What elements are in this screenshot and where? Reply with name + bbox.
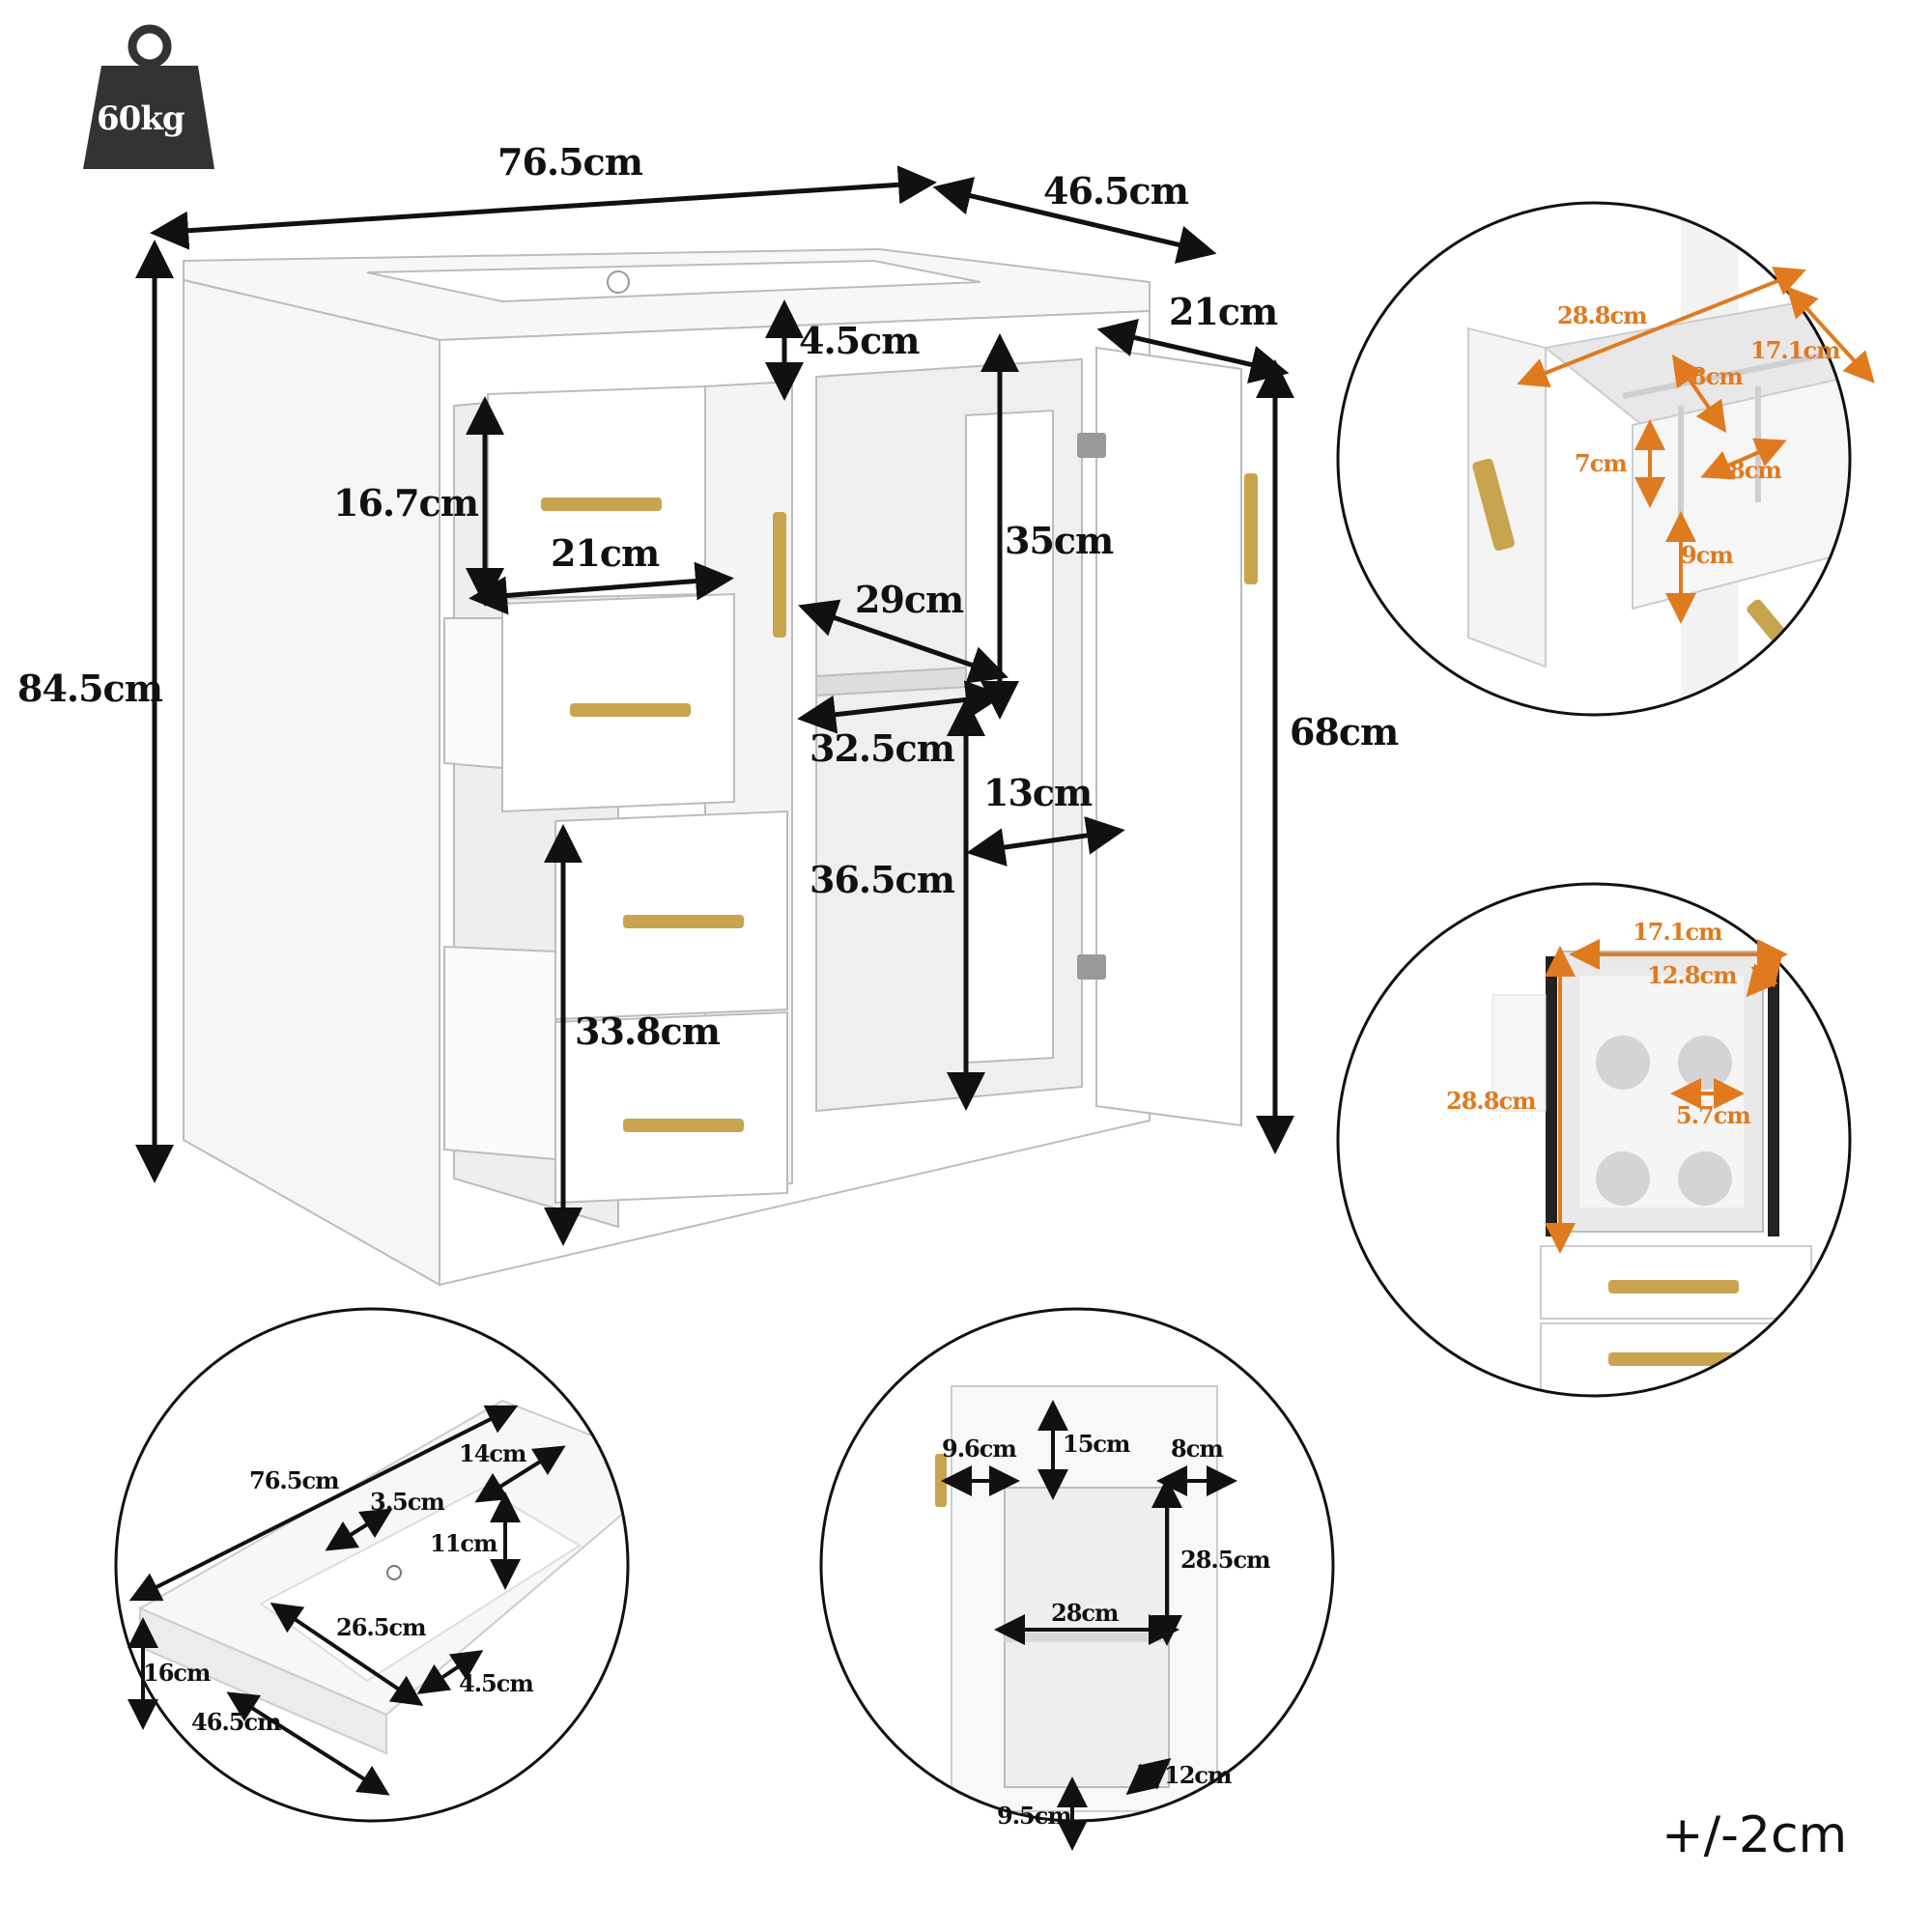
cabinet-top-gap-label: 15cm xyxy=(1063,1430,1130,1458)
inner-height-lower-label: 36.5cm xyxy=(810,858,955,901)
sink-top-detail xyxy=(114,1307,630,1823)
organizer-divider-b-label: 8cm xyxy=(1729,456,1782,484)
cabinet-bottom-depth-label: 12cm xyxy=(1164,1761,1232,1789)
shelf-width-label: 32.5cm xyxy=(810,726,955,770)
organizer-length-label: 28.8cm xyxy=(1557,301,1647,329)
sink-width-label: 76.5cm xyxy=(249,1466,339,1494)
weight-icon xyxy=(83,24,214,169)
double-drawer-height-label: 33.8cm xyxy=(575,1009,721,1053)
cabinet-shelf-height-label: 28.5cm xyxy=(1180,1546,1270,1574)
organizer-divider-a-label: 8cm xyxy=(1690,362,1744,390)
double-drawer-length-label: 28.8cm xyxy=(1446,1087,1536,1115)
cabinet-bottom-gap-label: 9.5cm xyxy=(997,1802,1072,1830)
tolerance-label: +/-2cm xyxy=(1662,1806,1848,1864)
double-drawer-hole-label: 5.7cm xyxy=(1676,1101,1751,1129)
gold-handles xyxy=(541,473,1258,1132)
shelf-depth-label: 29cm xyxy=(855,578,964,621)
organizer-width-label: 17.1cm xyxy=(1750,336,1840,364)
depth-label: 46.5cm xyxy=(1043,169,1189,213)
cabinet-right-gap-label: 8cm xyxy=(1171,1435,1224,1463)
cabinet-shelf-width-label: 28cm xyxy=(1051,1599,1119,1627)
cabinet-left-gap-label: 9.6cm xyxy=(942,1435,1017,1463)
top-gap-label: 4.5cm xyxy=(799,319,920,362)
inner-height-upper-label: 35cm xyxy=(1005,519,1114,562)
height-label: 84.5cm xyxy=(17,667,163,710)
double-drawer-detail xyxy=(1336,882,1852,1398)
drawer-organizer-detail xyxy=(1336,201,1875,717)
drawer-width-label: 21cm xyxy=(551,531,660,575)
door-depth-label: 21cm xyxy=(1169,290,1278,333)
side-cabinet-detail xyxy=(819,1307,1335,1851)
side-gap-label: 13cm xyxy=(983,771,1093,814)
sink-basin-depth-label: 11cm xyxy=(430,1529,497,1557)
organizer-drawer-height-label: 9cm xyxy=(1681,541,1734,569)
door-height-label: 68cm xyxy=(1290,710,1399,753)
sink-height-label: 16cm xyxy=(143,1659,211,1687)
weight-label: 60kg xyxy=(97,99,185,138)
double-drawer-width-label: 17.1cm xyxy=(1633,918,1722,946)
sink-front-edge-label: 4.5cm xyxy=(459,1669,534,1697)
main-dimension-lines xyxy=(135,165,1294,1246)
drawer-height-label: 16.7cm xyxy=(333,481,479,525)
double-drawer-inner-label: 12.8cm xyxy=(1647,961,1737,989)
organizer-divider-height-label: 7cm xyxy=(1575,449,1628,477)
sink-depth-label: 46.5cm xyxy=(191,1708,281,1736)
sink-back-width-label: 14cm xyxy=(459,1439,526,1467)
sink-basin-width-label: 26.5cm xyxy=(336,1613,426,1641)
sink-edge-label: 3.5cm xyxy=(370,1488,445,1516)
width-label: 76.5cm xyxy=(497,140,643,184)
